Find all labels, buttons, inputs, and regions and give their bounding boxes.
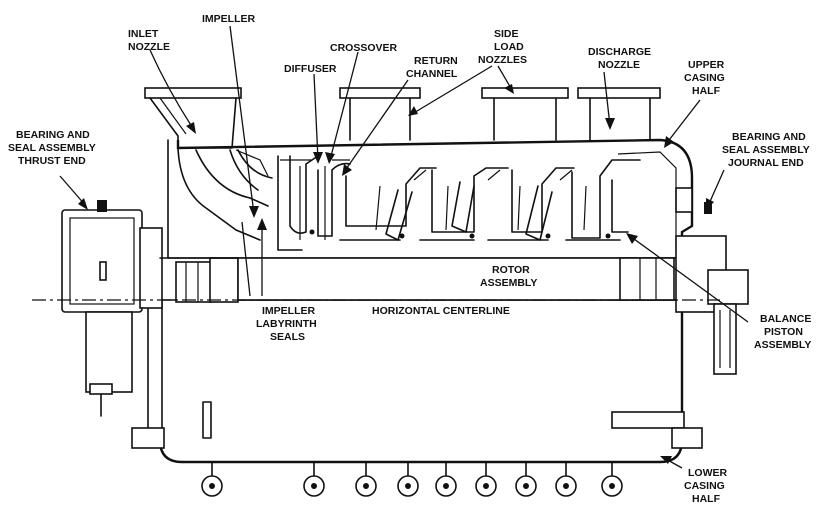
label-lower-casing-line1: LOWER — [688, 467, 727, 479]
label-upper-casing-line3: HALF — [692, 85, 721, 97]
discharge-nozzle — [577, 87, 661, 141]
label-bearing-journal-line1: BEARING AND — [732, 131, 806, 143]
label-bearing-journal-line2: SEAL ASSEMBLY — [722, 144, 810, 156]
label-bearing-journal-line3: JOURNAL END — [728, 157, 804, 169]
leader-lines — [59, 25, 749, 469]
label-balance-line2: PISTON — [764, 326, 803, 338]
label-upper-casing-line2: CASING — [684, 72, 725, 84]
thrust-end-bearing-housing — [61, 200, 239, 417]
label-inlet-nozzle-line1: INLET — [128, 28, 159, 40]
label-bearing-thrust-line1: BEARING AND — [16, 129, 90, 141]
rotor-shaft — [237, 235, 749, 375]
label-crossover: CROSSOVER — [330, 42, 398, 54]
component-labels: IMPELLER INLET NOZZLE CROSSOVER DIFFUSER… — [8, 13, 811, 505]
label-bearing-thrust-line3: THRUST END — [18, 155, 86, 167]
label-impeller: IMPELLER — [202, 13, 256, 25]
label-side-load-line2: LOAD — [494, 41, 524, 53]
label-inlet-nozzle-line2: NOZZLE — [128, 41, 170, 53]
label-labyrinth-line1: IMPELLER — [262, 305, 316, 317]
label-diffuser: DIFFUSER — [284, 63, 337, 75]
label-return-channel-line2: CHANNEL — [406, 68, 458, 80]
label-discharge-line2: NOZZLE — [598, 59, 640, 71]
label-rotor-line1: ROTOR — [492, 264, 530, 276]
label-side-load-line3: NOZZLES — [478, 54, 527, 66]
label-discharge-line1: DISCHARGE — [588, 46, 651, 58]
lower-casing — [131, 299, 703, 497]
label-labyrinth-line3: SEALS — [270, 331, 305, 343]
label-labyrinth-line2: LABYRINTH — [256, 318, 317, 330]
label-rotor-line2: ASSEMBLY — [480, 277, 537, 289]
label-return-channel-line1: RETURN — [414, 55, 458, 67]
label-balance-line3: ASSEMBLY — [754, 339, 811, 351]
label-balance-line1: BALANCE — [760, 313, 811, 325]
label-lower-casing-line3: HALF — [692, 493, 721, 505]
side-load-nozzles — [339, 87, 569, 141]
label-upper-casing-line1: UPPER — [688, 59, 725, 71]
label-horizontal-centerline: HORIZONTAL CENTERLINE — [372, 305, 510, 317]
impeller-stages — [235, 149, 677, 251]
inlet-nozzle — [144, 87, 273, 241]
label-lower-casing-line2: CASING — [684, 480, 725, 492]
label-bearing-thrust-line2: SEAL ASSEMBLY — [8, 142, 96, 154]
support-feet — [201, 461, 623, 497]
label-side-load-line1: SIDE — [494, 28, 519, 40]
